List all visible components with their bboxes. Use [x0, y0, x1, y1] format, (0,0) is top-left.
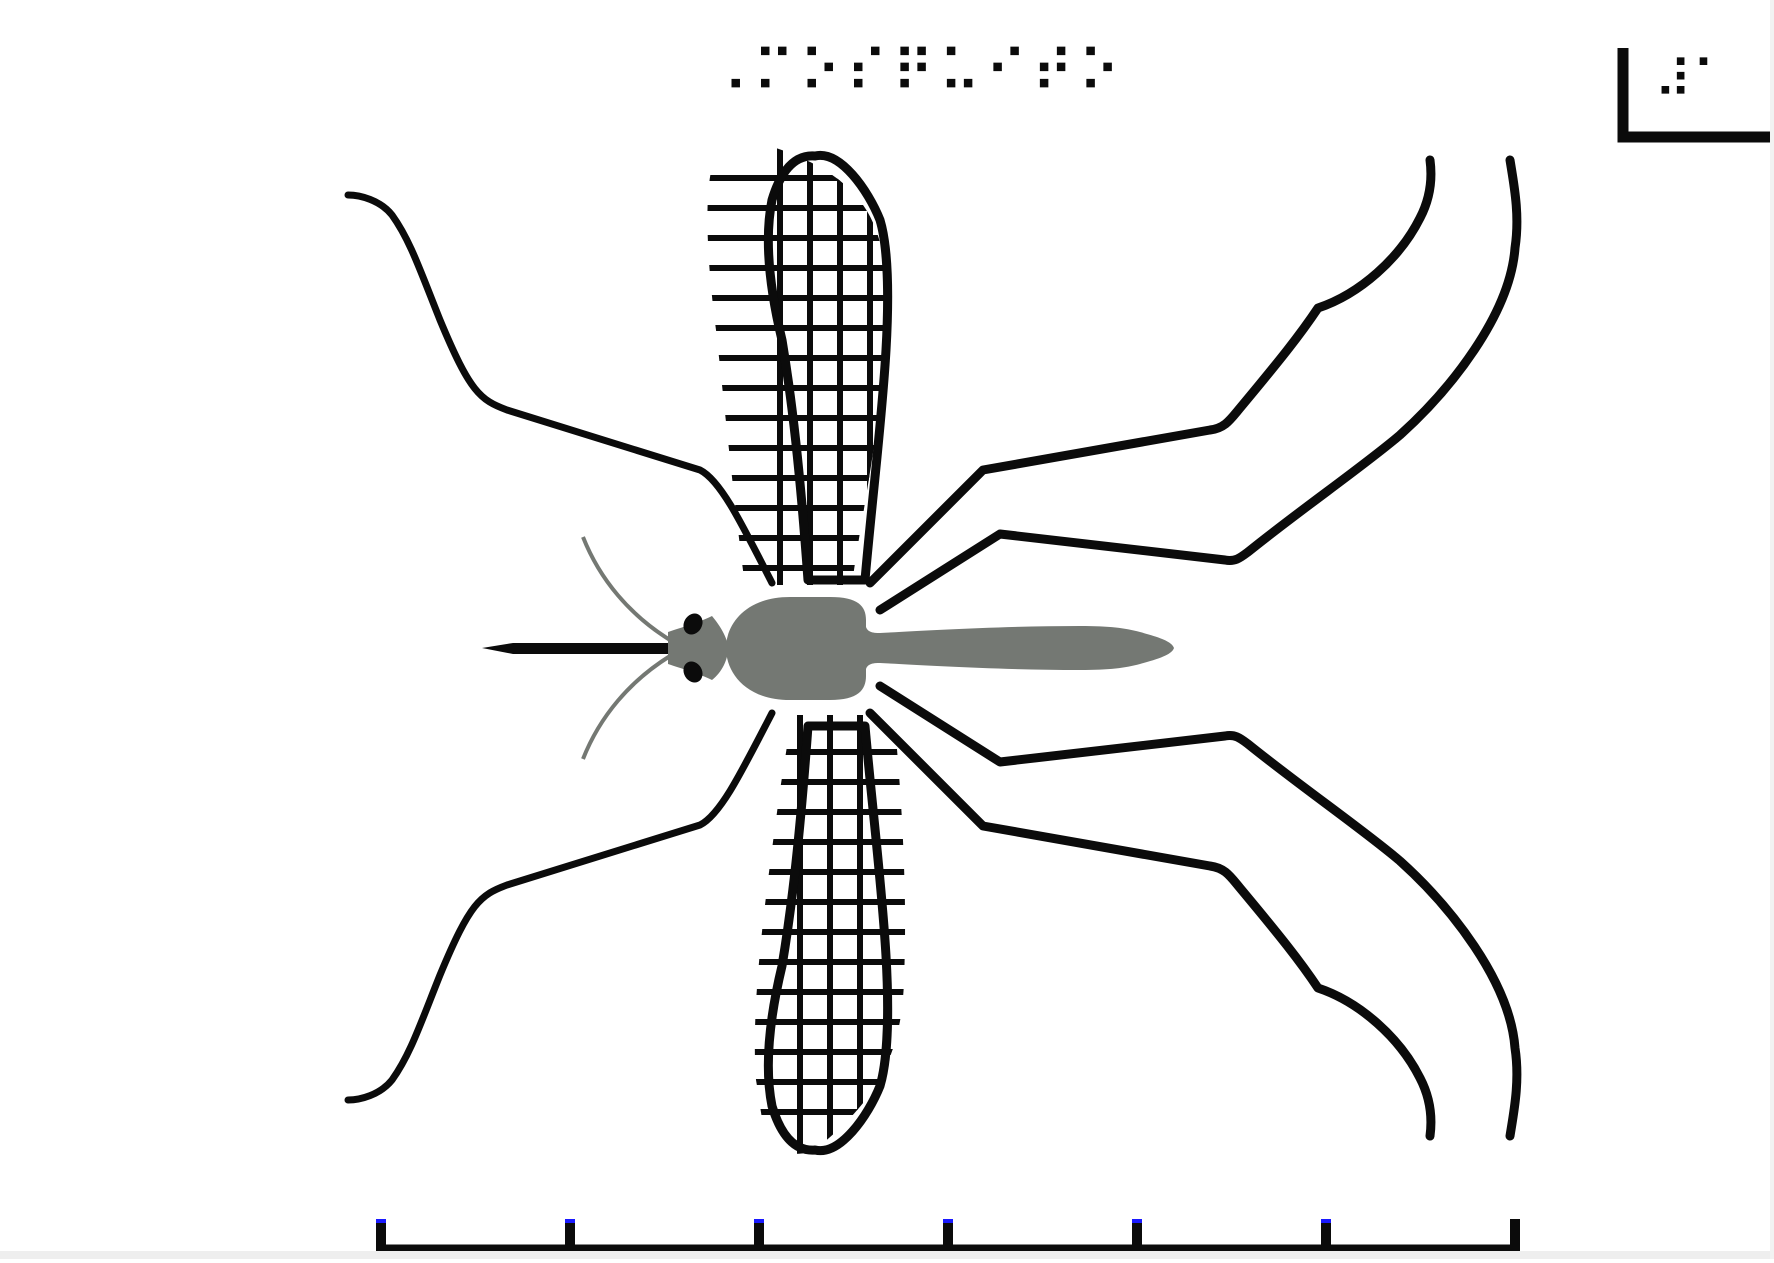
corner-braille-label: ⠼⠁ [1654, 51, 1730, 111]
leg-front-lower [344, 709, 776, 1104]
mosquito-body [482, 536, 1174, 760]
scale-tick [1321, 1219, 1331, 1253]
antenna-lower [581, 654, 672, 760]
scale-tick-marker [376, 1219, 386, 1223]
leg-front-upper [344, 191, 776, 587]
wing-upper [707, 140, 893, 586]
head [668, 616, 728, 680]
corner-marker [1617, 48, 1770, 143]
bottom-edge [0, 1251, 1774, 1259]
scale-tick [1510, 1219, 1520, 1253]
mosquito-legs [344, 155, 1522, 1141]
eye-lower [683, 661, 703, 683]
scale-tick-marker [1321, 1219, 1331, 1223]
braille-title: ⠠⠍⠕⠎⠟⠥⠊⠞⠕ [706, 38, 1124, 106]
scale-tick [754, 1219, 764, 1253]
proboscis [482, 643, 672, 654]
scale-tick [943, 1219, 953, 1253]
thorax [726, 597, 1174, 700]
leg-mid-upper [865, 155, 1436, 588]
leg-mid-lower [865, 708, 1436, 1141]
scale-tick-marker [754, 1219, 764, 1223]
scale-tick [565, 1219, 575, 1253]
scale-tick [1132, 1219, 1142, 1253]
scale-tick [376, 1219, 386, 1253]
leg-hind-upper [875, 155, 1522, 615]
right-edge [1770, 0, 1774, 1259]
scale-bar [376, 1219, 1520, 1254]
scale-tick-marker [1132, 1219, 1142, 1223]
scale-tick-marker [565, 1219, 575, 1223]
eye-upper [683, 613, 703, 635]
leg-hind-lower [875, 681, 1522, 1141]
scale-tick-marker [943, 1219, 953, 1223]
wing-lower [754, 715, 906, 1156]
antenna-upper [581, 536, 672, 642]
